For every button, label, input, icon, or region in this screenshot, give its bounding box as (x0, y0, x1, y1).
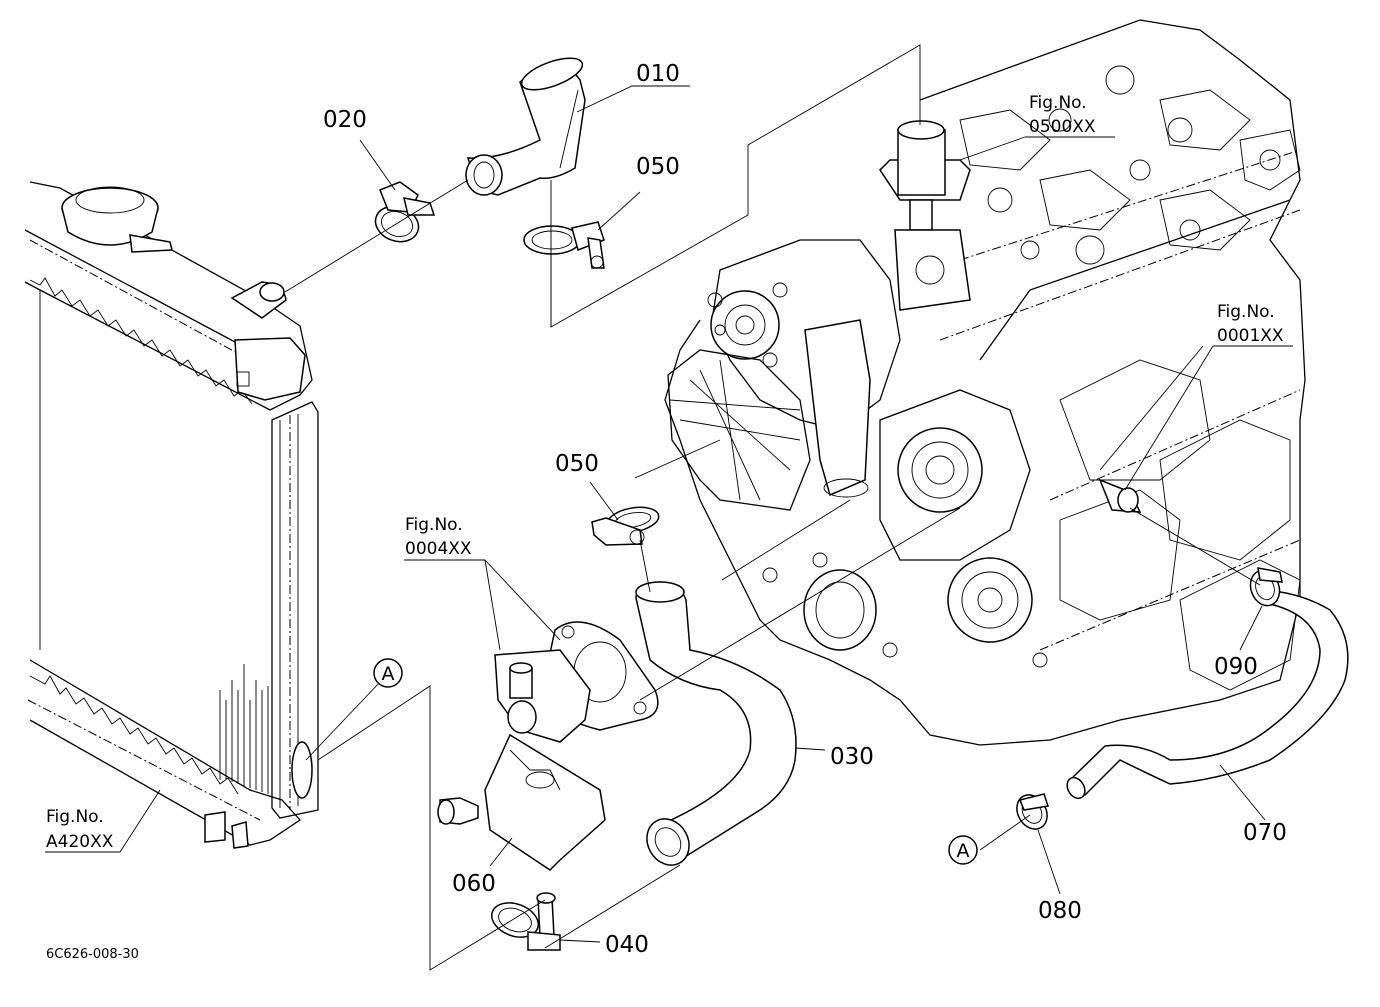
fig-ref-label-engine-block: Fig.No. (1217, 302, 1275, 322)
label-part-060: 060 (452, 871, 496, 897)
radiator (24, 181, 319, 849)
label-part-010: 010 (636, 61, 680, 87)
fig-ref-label-gasket: Fig.No. (405, 515, 463, 535)
label-part-020: 020 (323, 107, 367, 133)
label-part-070: 070 (1243, 820, 1287, 846)
flange-gasket (494, 621, 659, 743)
fig-ref-number-engine-head: 0500XX (1029, 117, 1096, 137)
hose-clamp-050-lower (591, 506, 660, 546)
callout-a-upper-letter: A (382, 663, 395, 685)
engine-assembly (664, 19, 1306, 746)
label-part-030: 030 (830, 744, 874, 770)
hose-clamp-080 (1016, 793, 1049, 830)
hose-clamp-090 (1249, 567, 1283, 607)
upper-hose-010 (465, 57, 586, 196)
lower-hose-030 (635, 581, 797, 866)
callout-a-lower-letter: A (957, 840, 970, 862)
hose-clamp-050-upper (523, 221, 605, 269)
fig-ref-label-radiator: Fig.No. (46, 807, 104, 827)
hose-clamp-040 (491, 892, 561, 951)
hose-clamp-020 (374, 181, 436, 243)
leader-lines (45, 44, 1293, 971)
bracket-060 (437, 733, 606, 871)
callout-a-upper: A (373, 658, 403, 688)
label-part-040: 040 (605, 932, 649, 958)
label-part-090: 090 (1214, 654, 1258, 680)
fig-ref-number-engine-block: 0001XX (1217, 326, 1284, 346)
fig-ref-label-engine-head: Fig.No. (1029, 93, 1087, 113)
label-part-050-lower: 050 (555, 451, 599, 477)
bypass-hose-070 (1066, 589, 1349, 800)
fig-ref-number-gasket: 0004XX (405, 539, 472, 559)
label-part-080: 080 (1038, 898, 1082, 924)
callout-a-lower: A (948, 835, 978, 865)
drawing-number: 6C626-008-30 (46, 947, 139, 962)
fig-ref-number-radiator: A420XX (46, 832, 114, 852)
label-part-050-upper: 050 (636, 154, 680, 180)
